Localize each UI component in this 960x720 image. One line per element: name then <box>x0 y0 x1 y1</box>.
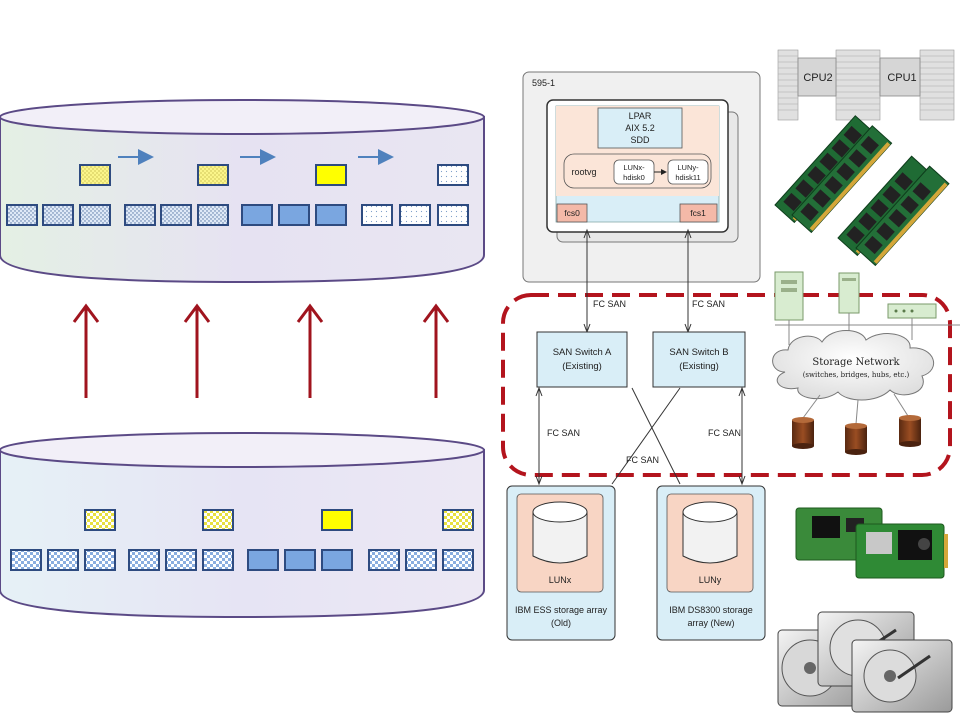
disk-barrel-icon <box>845 423 867 455</box>
array-status: array (New) <box>687 618 734 628</box>
fc-san-label: FC SAN <box>547 428 580 438</box>
san-switch-b: SAN Switch B (Existing) <box>652 331 746 388</box>
server-595-1: 595-1 LPAR AIX 5.2 SDD rootvg LUNx- hdis… <box>522 71 761 283</box>
cloud-icon <box>772 330 934 401</box>
migration-arrow <box>296 303 324 398</box>
disk-barrel-icon <box>792 417 814 449</box>
lun-label: LUNy <box>699 575 722 585</box>
moving-block <box>315 164 347 186</box>
cpu1-label: CPU1 <box>887 72 916 84</box>
fc-san-label: FC SAN <box>626 455 659 465</box>
cpu-heatsink-image: CPU2 CPU1 <box>775 48 960 121</box>
moving-block <box>84 509 116 531</box>
ssd-cards-image <box>795 507 948 579</box>
moving-block <box>437 164 469 186</box>
sdd-label: SDD <box>630 135 650 145</box>
svg-text:(Existing): (Existing) <box>679 361 719 372</box>
moving-block <box>442 509 474 531</box>
lpar-label: LPAR <box>629 111 652 121</box>
array-label: IBM DS8300 storage <box>669 605 753 615</box>
svg-text:LUNy-: LUNy- <box>677 163 699 172</box>
storage-network-image: Storage Network (switches, bridges, hubs… <box>772 271 960 455</box>
hdisk-y <box>667 159 709 185</box>
block-row <box>6 204 469 226</box>
migration-arrow <box>183 303 211 398</box>
svg-text:SAN Switch A: SAN Switch A <box>553 347 612 358</box>
fc-san-label: FC SAN <box>708 428 741 438</box>
moving-block <box>79 164 111 186</box>
svg-text:fcs0: fcs0 <box>564 208 580 218</box>
migration-arrows <box>72 303 450 398</box>
svg-text:fcs1: fcs1 <box>690 208 706 218</box>
fc-links <box>535 228 746 486</box>
aix-label: AIX 5.2 <box>625 123 655 133</box>
hard-drives-image <box>777 611 953 713</box>
svg-text:(Existing): (Existing) <box>562 361 602 372</box>
migration-arrow <box>72 303 100 398</box>
server-tower-icon <box>774 271 804 321</box>
svg-text:SAN Switch B: SAN Switch B <box>669 347 728 358</box>
ram-modules-image <box>774 115 950 267</box>
source-volume-cylinder <box>0 432 485 619</box>
array-status: (Old) <box>551 618 571 628</box>
svg-text:hdisk11: hdisk11 <box>675 173 700 182</box>
rootvg-label: rootvg <box>571 167 596 177</box>
storage-network-label: Storage Network <box>812 357 900 368</box>
migration-arrow <box>422 303 450 398</box>
block-row <box>10 549 474 571</box>
storage-array-old: LUNx IBM ESS storage array (Old) <box>506 485 616 641</box>
san-switch-a: SAN Switch A (Existing) <box>536 331 628 388</box>
svg-text:hdisk0: hdisk0 <box>623 173 645 182</box>
svg-text:LUNx-: LUNx- <box>623 163 645 172</box>
storage-array-new: LUNy IBM DS8300 storage array (New) <box>656 485 766 641</box>
fcs1-adapter <box>679 203 718 223</box>
disk-barrel-icon <box>899 415 921 447</box>
storage-network-sublabel: (switches, bridges, hubs, etc.) <box>803 371 910 379</box>
fc-san-label: FC SAN <box>692 299 725 309</box>
san-fabric-boundary <box>501 293 952 477</box>
fc-san-label: FC SAN <box>593 299 626 309</box>
moving-block <box>321 509 353 531</box>
moving-block <box>202 509 234 531</box>
cpu2-label: CPU2 <box>803 72 832 84</box>
array-label: IBM ESS storage array <box>515 605 608 615</box>
lun-label: LUNx <box>549 575 572 585</box>
server-title: 595-1 <box>532 78 555 88</box>
fcs0-adapter <box>556 203 588 223</box>
target-volume-cylinder <box>0 99 485 284</box>
moving-block <box>197 164 229 186</box>
